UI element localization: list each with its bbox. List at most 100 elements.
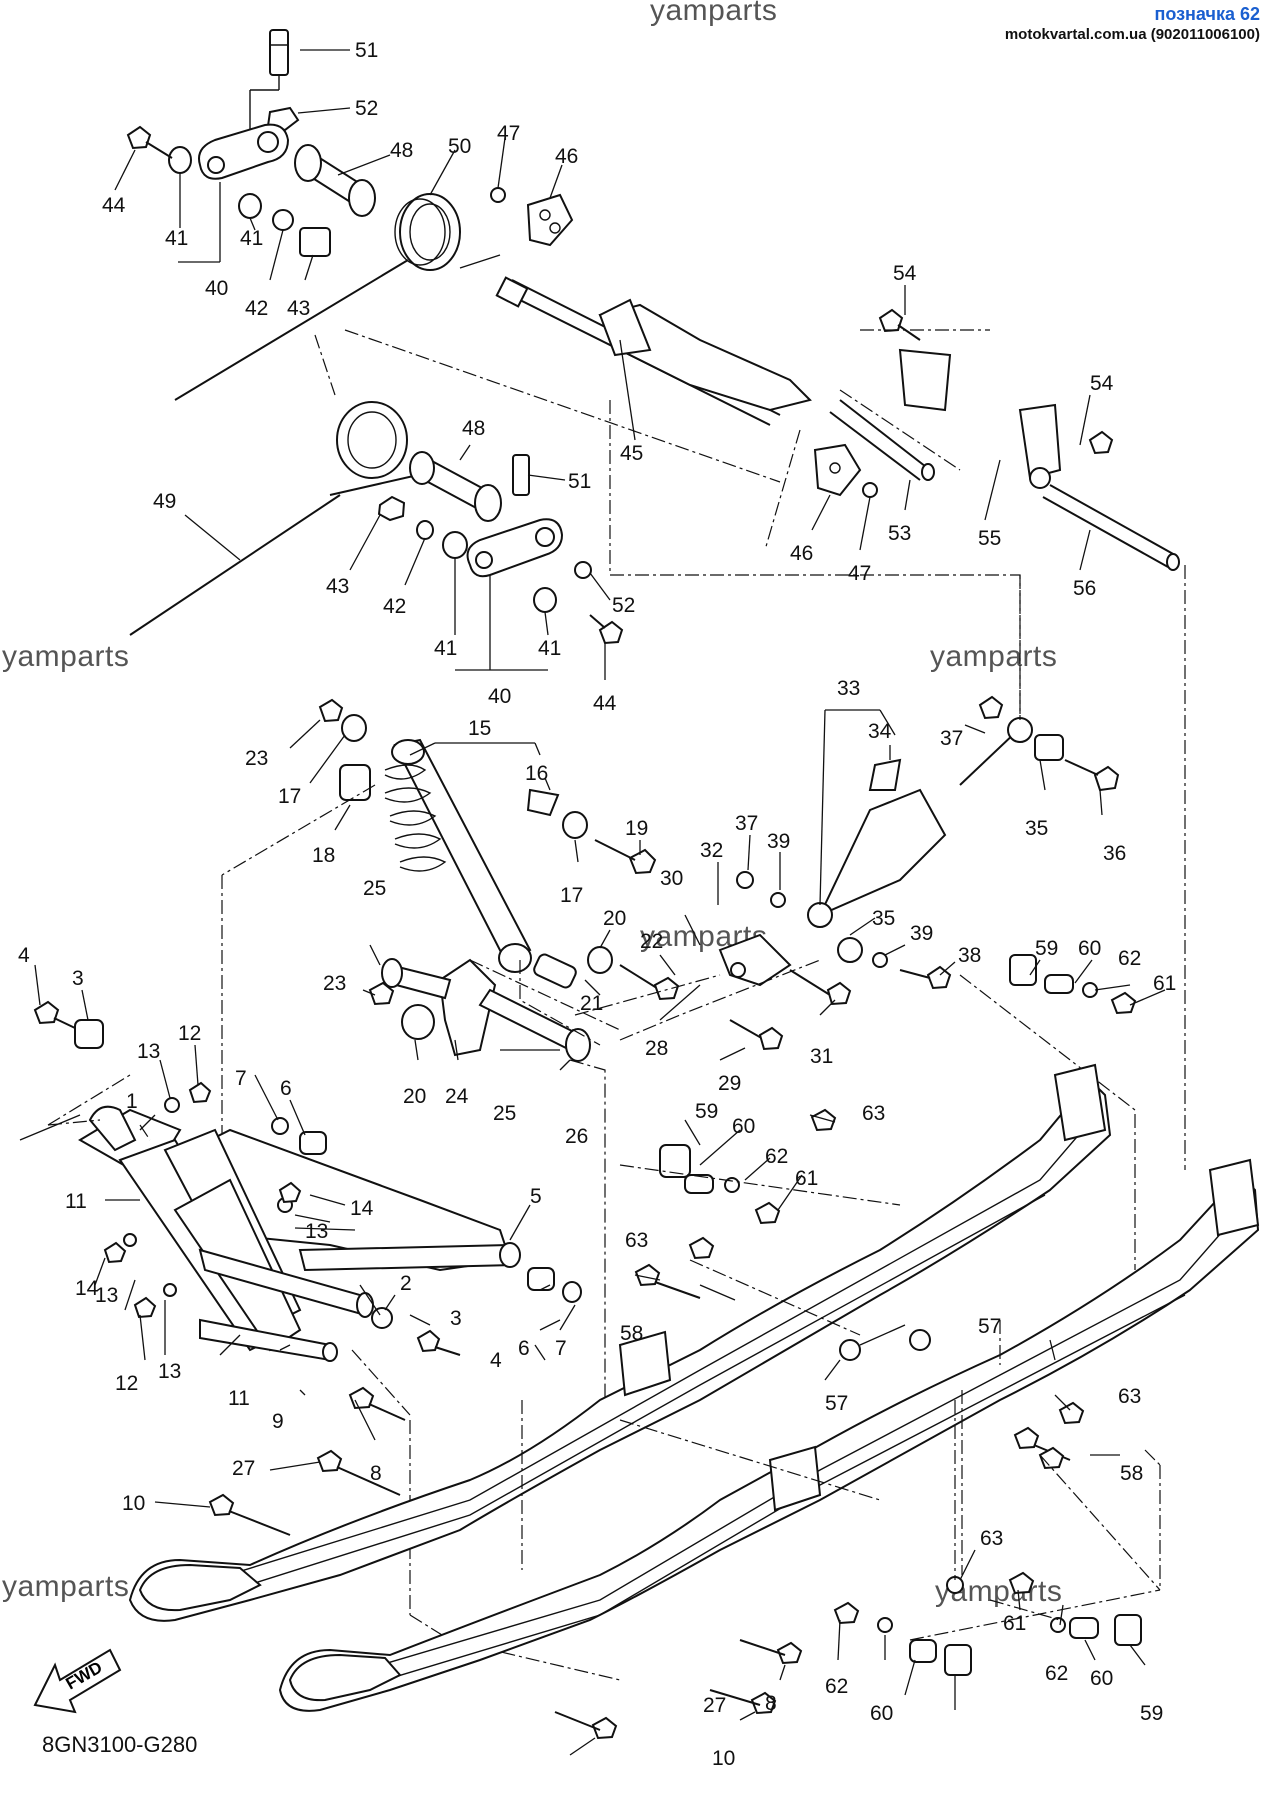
callout: 54 bbox=[1090, 372, 1114, 395]
callout: 4 bbox=[18, 944, 30, 967]
callout: 3 bbox=[450, 1307, 462, 1330]
callout: 58 bbox=[1120, 1462, 1143, 1485]
callout: 6 bbox=[280, 1077, 292, 1100]
callout: 20 bbox=[403, 1085, 426, 1108]
callout: 20 bbox=[603, 907, 626, 930]
callout: 37 bbox=[735, 812, 758, 835]
callout: 59 bbox=[1035, 937, 1058, 960]
callout: 56 bbox=[1073, 577, 1096, 600]
callout: 62 bbox=[825, 1675, 848, 1698]
callout: 63 bbox=[625, 1229, 648, 1252]
callout-labels: 51 52 44 48 50 47 46 41 41 40 42 43 54 5… bbox=[18, 39, 1176, 1770]
callout: 17 bbox=[278, 785, 301, 808]
callout: 62 bbox=[765, 1145, 788, 1168]
callout: 51 bbox=[568, 470, 591, 493]
source-reference: motokvartal.com.ua (902011006100) bbox=[1004, 26, 1260, 43]
callout: 42 bbox=[245, 297, 268, 320]
callout: 6 bbox=[518, 1337, 530, 1360]
callout: 47 bbox=[497, 122, 520, 145]
callout: 63 bbox=[1118, 1385, 1141, 1408]
callout: 18 bbox=[312, 844, 335, 867]
callout: 13 bbox=[137, 1040, 160, 1063]
callout: 60 bbox=[1090, 1667, 1113, 1690]
callout: 4 bbox=[490, 1349, 502, 1372]
callout: 7 bbox=[235, 1067, 247, 1090]
callout: 44 bbox=[593, 692, 617, 715]
callout: 8 bbox=[765, 1692, 777, 1715]
callout: 35 bbox=[1025, 817, 1048, 840]
callout: 12 bbox=[178, 1022, 201, 1045]
callout: 59 bbox=[1140, 1702, 1163, 1725]
callout: 31 bbox=[810, 1045, 833, 1068]
leader-lines bbox=[19, 49, 1166, 1756]
callout: 9 bbox=[272, 1410, 284, 1433]
callout: 8 bbox=[370, 1462, 382, 1485]
watermark: yamparts bbox=[930, 640, 1058, 673]
callout: 10 bbox=[712, 1747, 735, 1770]
callout: 42 bbox=[383, 595, 406, 618]
callout: 55 bbox=[978, 527, 1001, 550]
callout: 62 bbox=[1045, 1662, 1068, 1685]
callout: 41 bbox=[240, 227, 263, 250]
callout: 43 bbox=[326, 575, 349, 598]
callout: 51 bbox=[355, 39, 378, 62]
callout: 60 bbox=[1078, 937, 1101, 960]
callout: 46 bbox=[555, 145, 578, 168]
callout: 12 bbox=[115, 1372, 138, 1395]
callout: 1 bbox=[126, 1090, 138, 1113]
callout: 49 bbox=[153, 490, 176, 513]
callout: 54 bbox=[893, 262, 917, 285]
callout: 28 bbox=[645, 1037, 668, 1060]
callout: 63 bbox=[862, 1102, 885, 1125]
callout: 11 bbox=[65, 1190, 87, 1213]
callout: 19 bbox=[625, 817, 648, 840]
callout: 52 bbox=[355, 97, 378, 120]
callout: 14 bbox=[350, 1197, 374, 1220]
callout: 37 bbox=[940, 727, 963, 750]
callout: 39 bbox=[767, 830, 790, 853]
callout: 57 bbox=[978, 1315, 1001, 1338]
callout: 30 bbox=[660, 867, 683, 890]
callout: 2 bbox=[400, 1272, 412, 1295]
callout: 40 bbox=[205, 277, 228, 300]
callout: 11 bbox=[228, 1387, 250, 1410]
callout: 58 bbox=[620, 1322, 643, 1345]
callout: 40 bbox=[488, 685, 511, 708]
callout: 52 bbox=[612, 594, 635, 617]
watermark: yamparts bbox=[650, 0, 778, 27]
callout: 25 bbox=[493, 1102, 516, 1125]
callout: 33 bbox=[837, 677, 860, 700]
diagram-code: 8GN3100-G280 bbox=[42, 1732, 198, 1757]
fwd-arrow-icon: FWD bbox=[33, 1648, 122, 1714]
watermark: yamparts bbox=[2, 640, 130, 673]
callout: 60 bbox=[870, 1702, 893, 1725]
callout: 25 bbox=[363, 877, 386, 900]
callout: 7 bbox=[555, 1337, 567, 1360]
callout: 34 bbox=[868, 720, 892, 743]
callout: 27 bbox=[232, 1457, 255, 1480]
callout: 32 bbox=[700, 839, 723, 862]
callout: 23 bbox=[323, 972, 346, 995]
callout: 13 bbox=[95, 1284, 118, 1307]
callout: 39 bbox=[910, 922, 933, 945]
callout: 48 bbox=[390, 139, 413, 162]
callout: 13 bbox=[158, 1360, 181, 1383]
diagram-reference-title: позначка 62 bbox=[1154, 4, 1260, 24]
callout: 62 bbox=[1118, 947, 1141, 970]
callout: 59 bbox=[695, 1100, 718, 1123]
upper-assembly-lines bbox=[126, 29, 1186, 1170]
callout: 23 bbox=[245, 747, 268, 770]
callout: 61 bbox=[1153, 972, 1176, 995]
watermark: yamparts bbox=[2, 1570, 130, 1603]
callout: 61 bbox=[1003, 1612, 1026, 1635]
callout: 41 bbox=[165, 227, 188, 250]
callout: 13 bbox=[305, 1220, 328, 1243]
callout: 22 bbox=[640, 930, 663, 953]
callout: 29 bbox=[718, 1072, 741, 1095]
callout: 21 bbox=[580, 992, 603, 1015]
callout: 47 bbox=[848, 562, 871, 585]
callout: 24 bbox=[445, 1085, 469, 1108]
callout: 44 bbox=[102, 194, 126, 217]
